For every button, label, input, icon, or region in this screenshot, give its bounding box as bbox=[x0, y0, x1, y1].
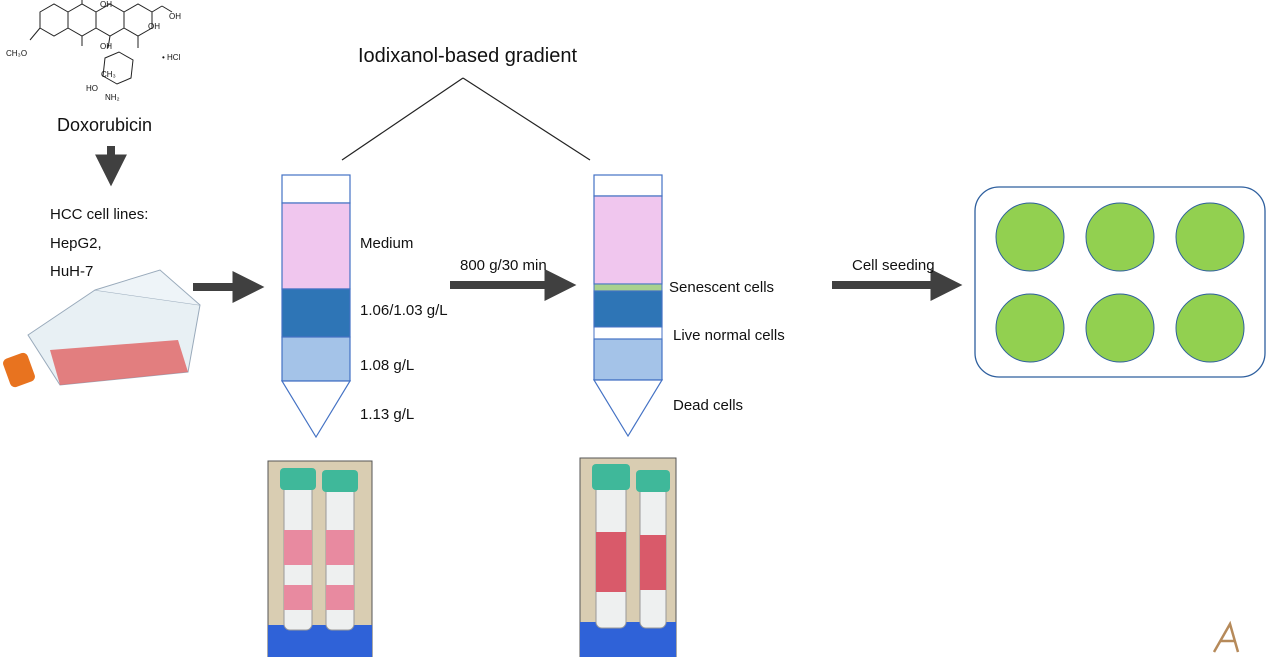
culture-flask bbox=[3, 269, 201, 388]
well bbox=[995, 293, 1065, 363]
chem-ch3: CH₃ bbox=[101, 70, 116, 79]
layer-senescent bbox=[593, 283, 663, 292]
well bbox=[1175, 202, 1245, 272]
label-dead: Dead cells bbox=[673, 397, 744, 414]
label-106: 1.06/1.03 g/L bbox=[360, 302, 448, 319]
label-senescent: Senescent cells bbox=[669, 279, 775, 296]
chem-oh-side: OH bbox=[148, 22, 160, 31]
well bbox=[1085, 293, 1155, 363]
cell-line-1: HepG2, bbox=[50, 235, 102, 252]
cell-line-2: HuH-7 bbox=[50, 263, 94, 280]
chem-ho: HO bbox=[86, 84, 98, 93]
tube-before bbox=[280, 174, 352, 439]
centrifuge-label: 800 g/30 min bbox=[460, 257, 547, 274]
photo-before bbox=[267, 460, 373, 657]
cell-lines-heading: HCC cell lines: bbox=[50, 206, 149, 223]
label-medium: Medium bbox=[360, 235, 414, 252]
chem-hcl: • HCl bbox=[162, 53, 181, 62]
well-plate bbox=[974, 186, 1266, 378]
drug-name: Doxorubicin bbox=[57, 115, 153, 135]
corner-logo-icon bbox=[1212, 620, 1240, 653]
layer-108 bbox=[281, 336, 351, 382]
chem-nh2: NH₂ bbox=[105, 93, 120, 102]
gradient-lines bbox=[341, 77, 591, 161]
photo-after bbox=[579, 457, 677, 657]
layer-medium bbox=[281, 202, 351, 290]
tube-tip bbox=[280, 380, 352, 439]
label-108: 1.08 g/L bbox=[360, 357, 415, 374]
label-113: 1.13 g/L bbox=[360, 406, 415, 423]
label-live: Live normal cells bbox=[673, 327, 785, 344]
well bbox=[1175, 293, 1245, 363]
process-arrows bbox=[95, 146, 963, 303]
chem-oh-top: OH bbox=[100, 0, 112, 9]
tube-after bbox=[592, 174, 664, 438]
doxorubicin-structure bbox=[29, 0, 173, 85]
well bbox=[995, 202, 1065, 272]
seeding-label: Cell seeding bbox=[852, 257, 935, 274]
chem-oh-chain: OH bbox=[169, 12, 181, 21]
well bbox=[1085, 202, 1155, 272]
layer-106 bbox=[281, 288, 351, 338]
chem-ch3o: CH₃O bbox=[6, 49, 28, 58]
gradient-title: Iodixanol-based gradient bbox=[358, 45, 578, 67]
layer-live bbox=[593, 326, 663, 340]
chem-oh-lower: OH bbox=[100, 42, 112, 51]
